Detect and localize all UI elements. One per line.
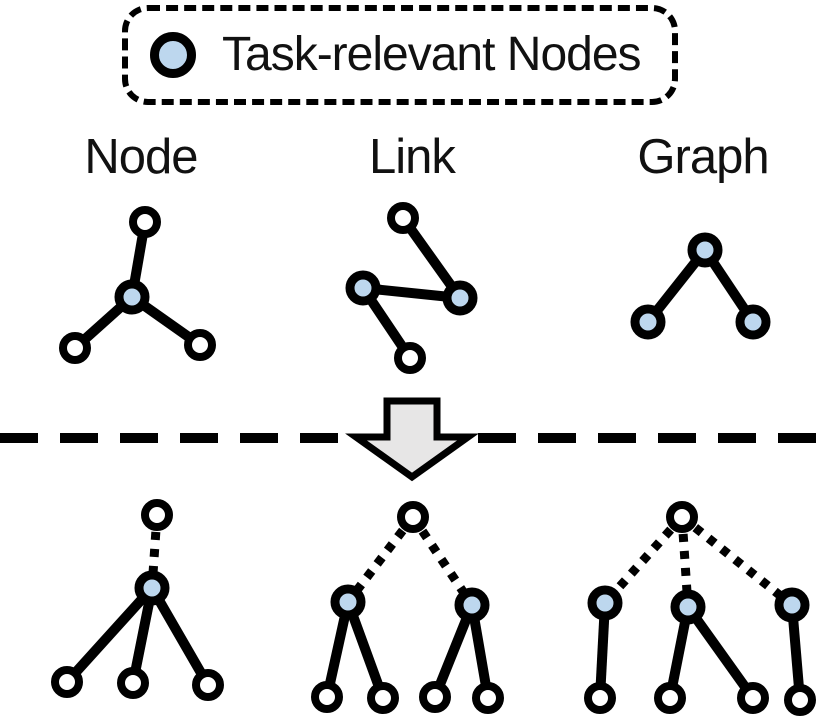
graph-node: [394, 342, 426, 374]
task-relevant-node: [774, 587, 810, 623]
legend-box: Task-relevant Nodes: [122, 5, 678, 105]
task-relevant-node: [670, 589, 706, 625]
task-label-link: Link: [369, 130, 456, 184]
graph-task-graph: [630, 232, 771, 340]
graph-node: [141, 499, 173, 531]
graph-node: [737, 682, 769, 714]
graph-edge-dashed: [147, 514, 162, 589]
task-relevant-node: [330, 584, 366, 620]
task-label-graph: Graph: [637, 130, 769, 184]
graph-node: [654, 682, 686, 714]
task-relevant-node-icon: [150, 32, 196, 78]
graph-node: [397, 501, 429, 533]
graph-edge-dashed: [344, 514, 417, 605]
task-label-node: Node: [84, 130, 198, 184]
graph-node: [311, 681, 343, 713]
graph-node: [59, 332, 91, 364]
graph-edge-dashed: [679, 513, 795, 609]
graph-node: [367, 682, 399, 714]
graph-node: [192, 669, 224, 701]
graph-node: [584, 682, 616, 714]
graph-edge-solid: [683, 604, 758, 701]
task-relevant-node: [454, 587, 490, 623]
task-relevant-node: [687, 232, 723, 268]
graph-edge-solid: [63, 584, 156, 686]
graph-node: [51, 666, 83, 698]
legend-label: Task-relevant Nodes: [222, 28, 642, 81]
graph-edge-dashed: [409, 514, 476, 608]
node-task-graph: [59, 206, 216, 364]
node-task-tree: [51, 499, 224, 701]
task-relevant-node: [442, 280, 478, 316]
graph-task-tree: [584, 501, 816, 716]
link-task-tree: [311, 501, 504, 714]
graph-node: [129, 206, 161, 238]
graph-node: [387, 202, 419, 234]
graph-node: [184, 329, 216, 361]
task-relevant-node: [114, 279, 150, 315]
down-arrow-icon: [345, 397, 479, 482]
graph-node: [419, 681, 451, 713]
graph-node: [666, 501, 698, 533]
task-relevant-node: [134, 570, 170, 606]
link-task-graph: [345, 202, 478, 374]
graph-node: [784, 684, 816, 716]
graph-edge-solid: [147, 585, 213, 688]
task-relevant-node: [587, 585, 623, 621]
graph-node: [472, 682, 504, 714]
task-relevant-node: [345, 270, 381, 306]
task-relevant-node: [630, 304, 666, 340]
graph-node: [117, 667, 149, 699]
graph-edge-dashed: [601, 513, 686, 607]
task-relevant-node: [735, 304, 771, 340]
